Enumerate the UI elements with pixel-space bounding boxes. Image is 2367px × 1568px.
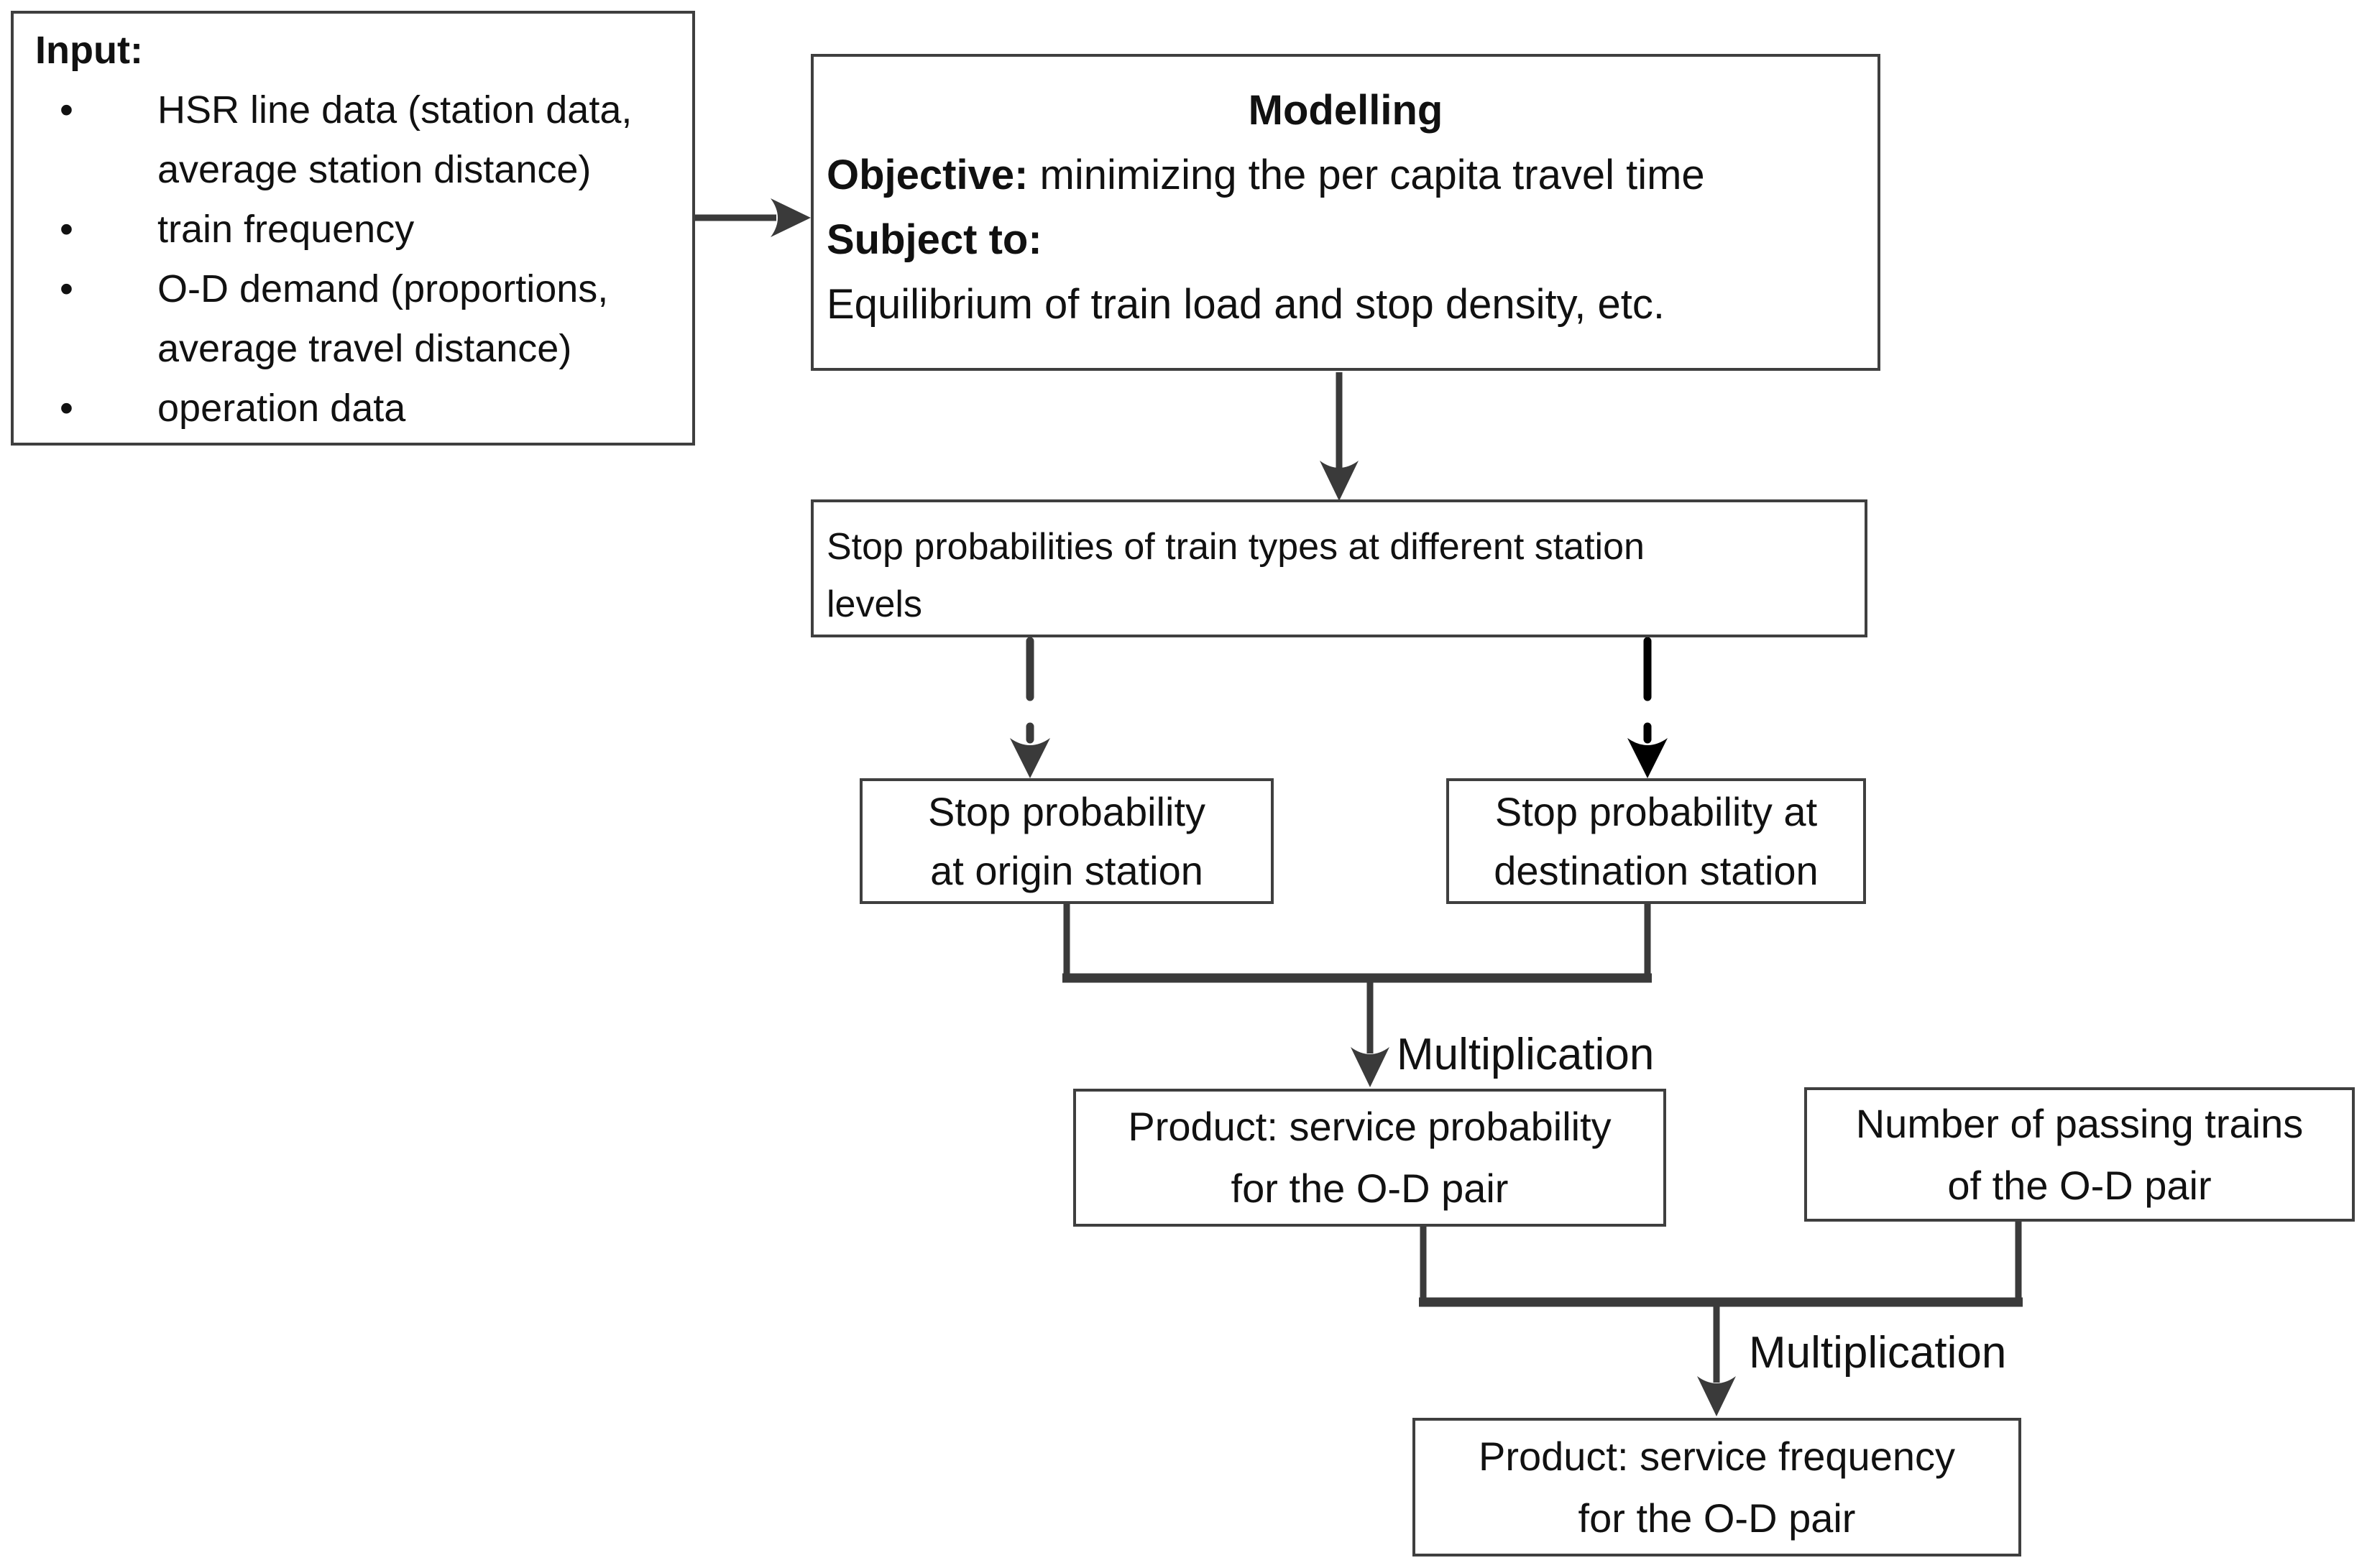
- origin-probability-box: Stop probability at origin station: [860, 778, 1274, 904]
- dashed-arrow-origin-head: [1010, 738, 1050, 778]
- input-item-text: train frequency: [157, 208, 415, 251]
- destination-box-line1: Stop probability at: [1494, 788, 1818, 834]
- passing-trains-box: Number of passing trains of the O-D pair: [1804, 1087, 2355, 1222]
- destination-box-line2: destination station: [1494, 847, 1819, 893]
- arrow-multiplication1-head: [1351, 1047, 1389, 1087]
- passing-trains-line2: of the O-D pair: [1947, 1162, 2212, 1208]
- modelling-box: Modelling Objective: minimizing the per …: [811, 54, 1880, 371]
- arrow-multiplication2-head: [1697, 1376, 1736, 1416]
- input-item-line: • O-D demand (proportions,: [35, 259, 682, 319]
- stop-probabilities-box: Stop probabilities of train types at dif…: [811, 499, 1867, 637]
- modelling-subjectto-line: Subject to:: [827, 208, 1865, 272]
- input-box: Input: • HSR line data (station data, ave…: [11, 11, 695, 446]
- objective-text: minimizing the per capita travel time: [1028, 152, 1705, 198]
- input-item-text: O-D demand (proportions,: [157, 267, 609, 310]
- stop-probabilities-line1: Stop probabilities of train types at dif…: [827, 526, 1645, 568]
- input-box-title: Input:: [35, 29, 143, 72]
- input-item-text: average station distance): [157, 148, 592, 191]
- service-probability-line1: Product: service probability: [1128, 1104, 1612, 1149]
- multiplication-label-2: Multiplication: [1749, 1328, 2007, 1378]
- objective-label: Objective:: [827, 152, 1029, 198]
- input-item-line: • train frequency: [35, 200, 682, 259]
- stop-probabilities-line2: levels: [827, 584, 922, 625]
- bullet-icon: •: [60, 267, 73, 310]
- input-item-line: • HSR line data (station data,: [35, 80, 682, 140]
- destination-probability-box: Stop probability at destination station: [1446, 778, 1866, 904]
- dashed-arrow-destination-head: [1627, 738, 1668, 778]
- bullet-icon: •: [60, 387, 73, 430]
- modelling-constraint-line: Equilibrium of train load and stop densi…: [827, 272, 1865, 337]
- service-probability-box: Product: service probability for the O-D…: [1073, 1089, 1666, 1227]
- bullet-icon: •: [60, 208, 73, 251]
- service-frequency-line2: for the O-D pair: [1578, 1495, 1856, 1541]
- modelling-title: Modelling: [1248, 87, 1443, 134]
- origin-box-line2: at origin station: [930, 847, 1203, 893]
- input-item-text: operation data: [157, 387, 406, 430]
- input-item-line: average travel distance): [35, 319, 682, 379]
- bullet-icon: •: [60, 88, 73, 132]
- service-frequency-box: Product: service frequency for the O-D p…: [1412, 1418, 2021, 1557]
- service-probability-line2: for the O-D pair: [1231, 1166, 1509, 1211]
- input-item-text: HSR line data (station data,: [157, 88, 633, 132]
- origin-box-line1: Stop probability: [927, 788, 1205, 834]
- input-item-text: average travel distance): [157, 327, 572, 370]
- input-item-line: • operation data: [35, 379, 682, 438]
- arrow-input-to-modelling-head: [771, 198, 811, 237]
- input-item-line: average station distance): [35, 140, 682, 200]
- service-frequency-line1: Product: service frequency: [1479, 1433, 1955, 1479]
- multiplication-label-1: Multiplication: [1397, 1030, 1655, 1079]
- arrow-modelling-to-stopprob-head: [1320, 461, 1359, 501]
- constraint-text: Equilibrium of train load and stop densi…: [827, 281, 1665, 328]
- passing-trains-line1: Number of passing trains: [1855, 1100, 2304, 1146]
- modelling-objective-line: Objective: minimizing the per capita tra…: [827, 143, 1865, 208]
- subject-to-label: Subject to:: [827, 216, 1042, 263]
